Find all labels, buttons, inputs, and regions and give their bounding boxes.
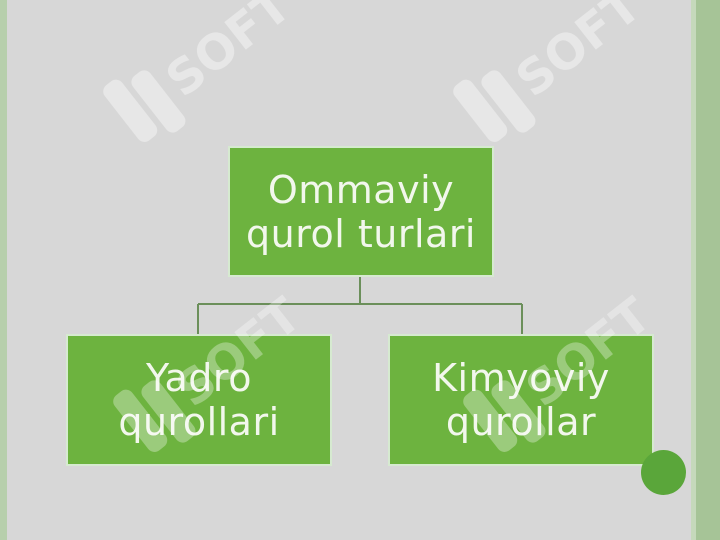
- slide-corner-dot: [641, 450, 686, 495]
- left-frame-rail: [0, 0, 7, 540]
- root-node-label: Ommaviy qurol turlari: [245, 167, 476, 256]
- child-node-nuclear-label: Yadro qurollari: [118, 356, 280, 444]
- right-frame-highlight: [691, 0, 696, 540]
- child-node-chemical: Kimyoviy qurollar: [388, 334, 654, 466]
- root-node-box: Ommaviy qurol turlari: [228, 146, 494, 277]
- child-node-nuclear: Yadro qurollari: [66, 334, 332, 466]
- child-node-chemical-label: Kimyoviy qurollar: [432, 356, 610, 444]
